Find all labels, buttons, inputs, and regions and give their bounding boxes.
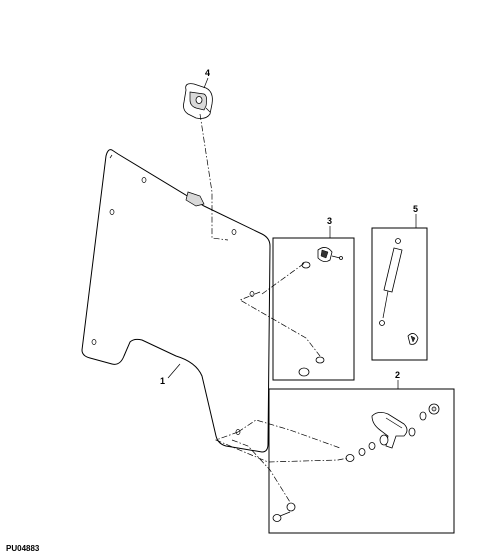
hinge-nut: [358, 448, 366, 456]
hinge-washer: [368, 442, 376, 450]
glass-hole: [231, 229, 237, 235]
latch-washer: [315, 356, 325, 364]
callout-4: 4: [205, 68, 210, 78]
glass-hole: [91, 339, 97, 345]
hinge-washer: [286, 502, 296, 512]
assembly-lines: [199, 113, 349, 503]
rear-window-glass: [81, 149, 271, 453]
leader-lines: [167, 77, 417, 389]
hinge-washer: [345, 454, 355, 462]
latch-washer: [301, 261, 311, 269]
callout-1: 1: [160, 376, 165, 386]
latch-knob: [317, 247, 343, 262]
latch-kit-box: [272, 237, 355, 381]
gas-strut-box: [371, 227, 428, 361]
hinge-bolt: [272, 511, 291, 522]
callout-5: 5: [413, 204, 418, 214]
glass-hole: [141, 177, 147, 183]
gas-strut: [379, 238, 419, 345]
glass-bracket: [185, 191, 205, 207]
hinge-kit-box: [268, 388, 455, 534]
latch-bracket-part: [183, 83, 213, 119]
hinge-spacer: [379, 434, 389, 446]
glass-hole: [235, 429, 241, 435]
hinge-assembly: [371, 412, 416, 449]
glass-hole: [249, 291, 255, 297]
callout-2: 2: [395, 370, 400, 380]
figure-id: PU04883: [6, 544, 40, 553]
latch-nut: [298, 367, 310, 377]
callout-3: 3: [327, 216, 332, 226]
glass-hole: [109, 209, 115, 215]
hinge-nut: [419, 411, 427, 421]
